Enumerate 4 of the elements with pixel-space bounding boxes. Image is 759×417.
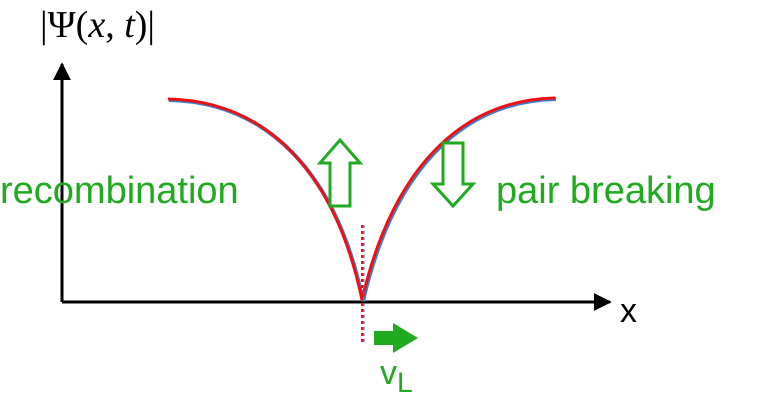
process-label: pair breaking <box>496 172 716 210</box>
axis-label: |Ψ(x, t)| <box>40 6 156 44</box>
velocity-label: v$_{L}$ <box>380 356 413 398</box>
axis-label: x <box>620 294 637 328</box>
